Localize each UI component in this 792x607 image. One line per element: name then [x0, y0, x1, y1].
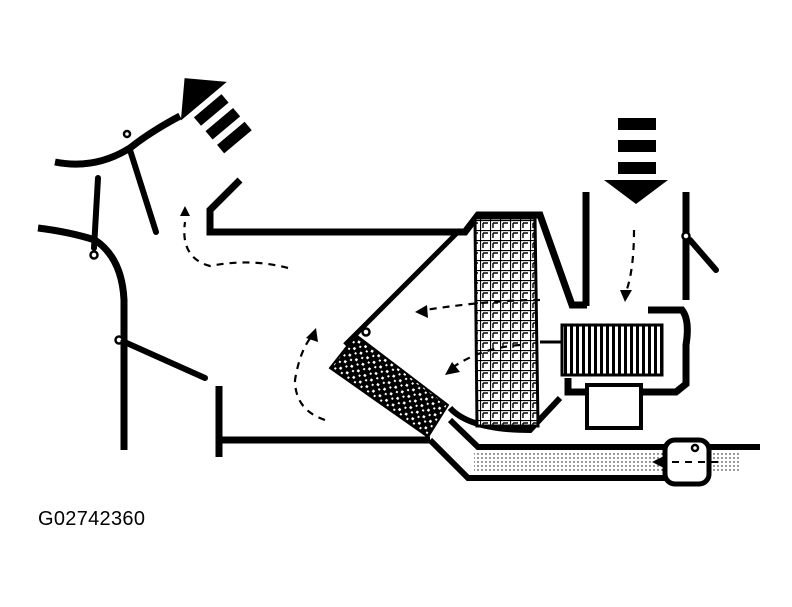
upper-left-duct-outlets: [37, 112, 208, 450]
internal-airflow-paths: [180, 206, 636, 422]
coolant-flow-arrow-icon: [652, 456, 718, 468]
blower-motor: [585, 383, 643, 430]
figure-id: G02742360: [38, 508, 146, 530]
floor-door: [117, 337, 208, 381]
fresh-air-inlet-arrow-icon: [604, 118, 668, 204]
heater-core: [328, 327, 450, 439]
recirc-door: [687, 237, 719, 273]
defrost-door: [91, 175, 101, 251]
vent-door: [127, 147, 159, 235]
heater-hose: [427, 417, 760, 487]
evaporator-core: [473, 216, 540, 428]
airflow-outlet-arrow-icon: [180, 78, 252, 154]
blower-assembly: [540, 192, 719, 430]
blower-wheel: [560, 323, 664, 377]
